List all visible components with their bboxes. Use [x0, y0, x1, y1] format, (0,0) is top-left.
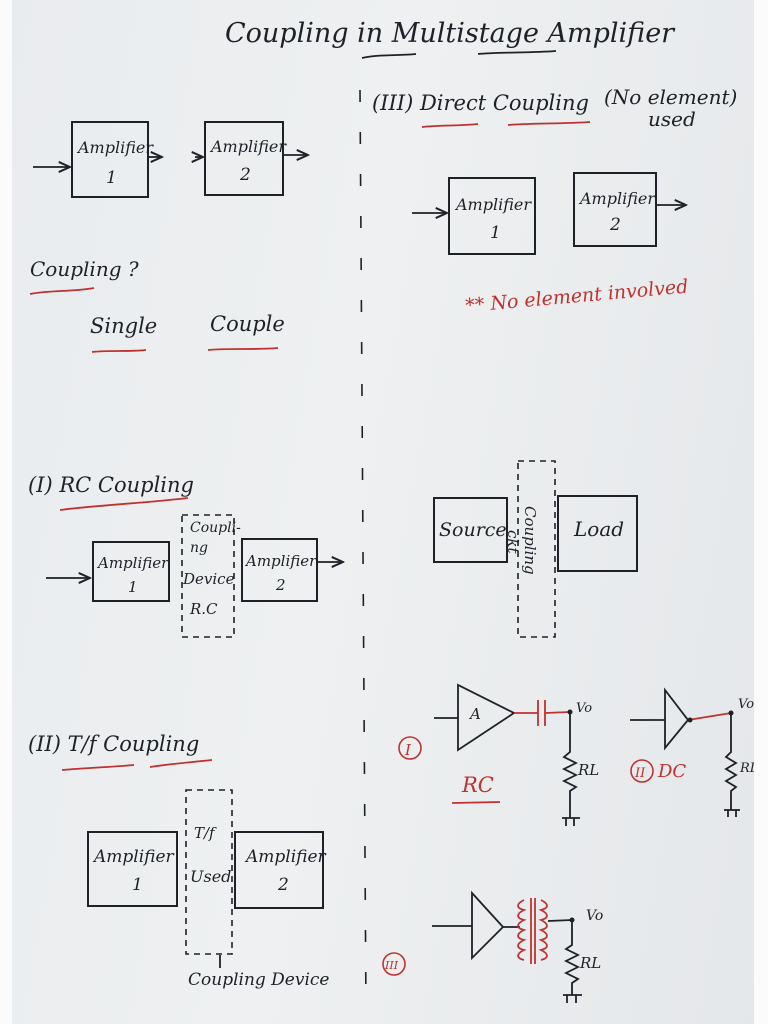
- tf-amp2-name: Amplifier: [244, 847, 327, 867]
- no-element-note: ** No element involved: [465, 276, 690, 317]
- tf-amp1-num: 1: [132, 875, 143, 895]
- load-label: Load: [573, 517, 624, 541]
- single-word: Single: [90, 314, 157, 338]
- rc-coupling-heading: (I) RC Coupling: [28, 473, 194, 497]
- rc-device-line3: Device: [182, 570, 235, 588]
- tf-vo-label: Vo: [586, 908, 603, 924]
- direct-paren-line2: used: [648, 107, 696, 131]
- source-label: Source: [439, 519, 507, 541]
- direct-amplifier-2: Amplifier 2: [573, 172, 686, 247]
- center-divider: [359, 89, 367, 1011]
- direct-amp2-name: Amplifier: [578, 189, 656, 208]
- coupling-ckt-line2: ckt: [504, 530, 522, 554]
- rc-amp1-num: 1: [128, 578, 138, 596]
- coupling-ckt-line1: Coupling: [521, 506, 539, 575]
- direct-coupling-heading: (III) Direct Coupling: [372, 91, 589, 115]
- direct-amp1-num: 1: [490, 223, 501, 243]
- tf-amplifier-2: Amplifier 2: [234, 831, 327, 909]
- rc-vo-label: Vo: [576, 701, 592, 716]
- rc-amplifier-2: Amplifier 2: [241, 538, 343, 602]
- intro-amplifier-2: Amplifier 2: [195, 121, 308, 196]
- tf-used-line1: T/f: [194, 824, 217, 842]
- rc-amp-symbol: A: [468, 705, 481, 723]
- couple-word: Couple: [210, 312, 285, 336]
- dc-circuit-number: II: [634, 766, 646, 781]
- dc-circuit: II DC Vo RL: [630, 687, 758, 817]
- direct-amp2-num: 2: [609, 215, 621, 235]
- page-title: Coupling in Multistage Amplifier: [225, 18, 676, 49]
- dc-vo-label: Vo: [738, 697, 754, 712]
- intro-amp2-num: 2: [239, 165, 251, 185]
- tf-amp2-num: 2: [277, 875, 289, 895]
- title-underline: [361, 53, 417, 59]
- rc-circuit-number: I: [404, 741, 412, 759]
- intro-amplifier-1: Amplifier 1: [33, 121, 162, 198]
- tf-circuit-number: III: [384, 959, 399, 972]
- rc-device-line4: R.C: [189, 600, 218, 618]
- coupling-question: Coupling ?: [30, 257, 139, 281]
- rc-amp2-num: 2: [275, 576, 286, 594]
- tf-used-line2: Used: [190, 867, 231, 886]
- intro-amp1-num: 1: [106, 168, 117, 188]
- direct-amp1-name: Amplifier: [454, 195, 532, 214]
- tf-rl-label: RL: [579, 954, 601, 972]
- rc-amp2-name: Amplifier: [244, 552, 317, 570]
- tf-coupling-device: T/f Used: [185, 789, 233, 955]
- dc-rl-label: RL: [739, 761, 758, 776]
- tf-coupling-heading: (II) T/f Coupling: [28, 732, 199, 756]
- coupling-device-caption: Coupling Device: [188, 970, 330, 990]
- rc-circuit-label: RC: [461, 773, 494, 797]
- rc-circuit: I A Vo RL RC: [398, 683, 599, 826]
- title-underline-2: [477, 50, 557, 55]
- rc-amp1-name: Amplifier: [96, 554, 169, 572]
- dc-circuit-label: DC: [657, 761, 686, 782]
- rc-device-line2: ng: [190, 540, 208, 556]
- rc-coupling-device: Coupli- ng Device R.C: [181, 514, 241, 638]
- intro-amp2-name: Amplifier: [209, 137, 287, 156]
- direct-paren-line1: (No element): [604, 85, 737, 109]
- tf-amplifier-1: Amplifier 1: [87, 831, 178, 907]
- intro-amp1-name: Amplifier: [76, 138, 154, 157]
- tf-circuit: III Vo RL: [382, 890, 603, 1003]
- direct-amplifier-1: Amplifier 1: [412, 177, 536, 255]
- rc-device-line1: Coupli-: [190, 520, 241, 536]
- rc-rl-label: RL: [577, 761, 599, 779]
- source-coupling-load-block: Source Coupling ckt Load: [433, 460, 638, 638]
- tf-amp1-name: Amplifier: [92, 847, 175, 867]
- rc-amplifier-1: Amplifier 1: [46, 541, 170, 602]
